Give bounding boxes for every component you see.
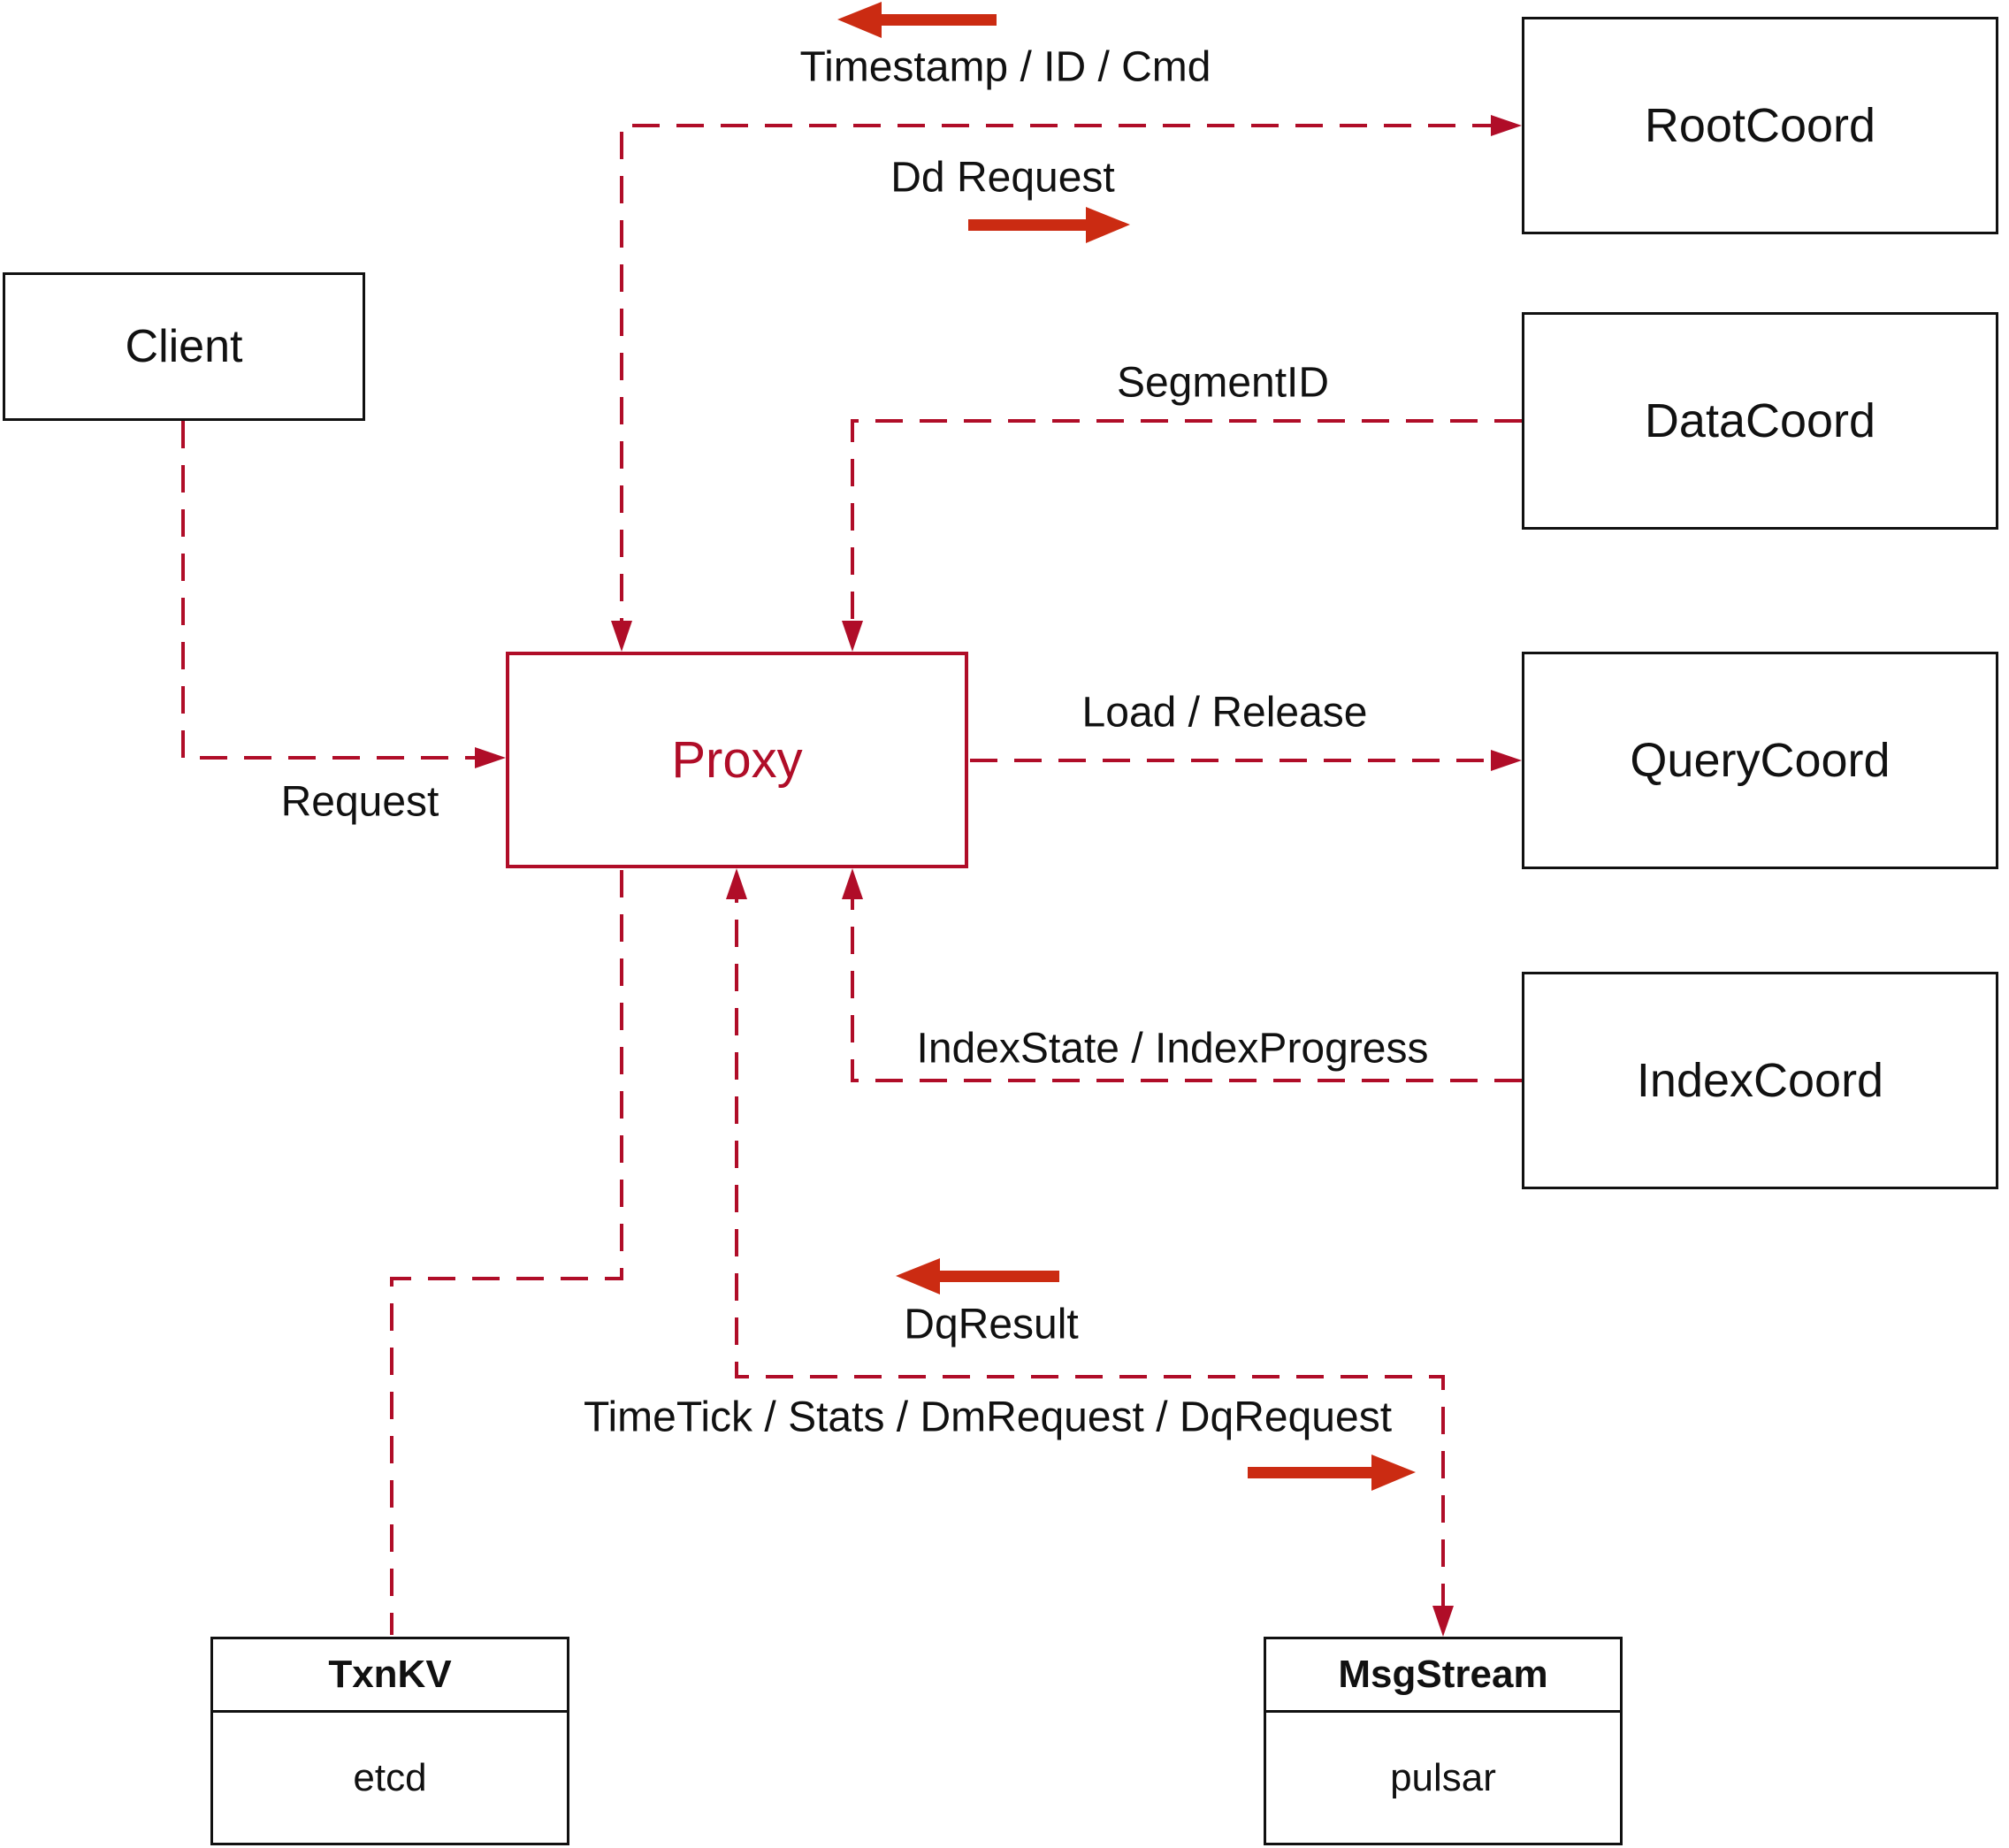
datacoord-node: DataCoord [1522,312,1998,530]
arrowhead-into-proxy-top-right [842,621,863,652]
datacoord-to-proxy-connector [851,419,1522,645]
arrowhead-into-proxy-bottom-left [726,868,747,899]
txnkv-subtitle: etcd [353,1755,427,1799]
dq-result-edge-label: DqResult [904,1301,1079,1348]
indexcoord-node: IndexCoord [1522,972,1998,1189]
timestamp-edge-label: Timestamp / ID / Cmd [799,43,1211,91]
arrowhead-into-proxy-left [475,747,506,768]
rootcoord-label: RootCoord [1644,99,1876,152]
client-to-proxy-connector [181,421,481,760]
proxy-label: Proxy [671,731,803,789]
datacoord-label: DataCoord [1644,394,1876,447]
arrowhead-into-querycoord [1491,750,1522,771]
proxy-rootcoord-connector [620,124,1496,645]
txnkv-title: TxnKV [213,1639,567,1713]
txnkv-node: TxnKV etcd [210,1637,569,1845]
arrowhead-into-proxy-bottom-right [842,868,863,899]
dd-request-direction-arrow-right [968,207,1130,243]
indexcoord-label: IndexCoord [1636,1054,1884,1107]
time-tick-edge-label: TimeTick / Stats / DmRequest / DqRequest [583,1394,1393,1441]
client-label: Client [125,321,243,372]
time-tick-direction-arrow-right [1248,1455,1416,1491]
querycoord-label: QueryCoord [1630,734,1891,787]
indexcoord-to-proxy-connector [851,875,1522,1082]
arrowhead-into-proxy-top-left [611,621,632,652]
proxy-to-txnkv-connector [390,870,623,1635]
segment-id-edge-label: SegmentID [1116,359,1330,407]
load-release-edge-label: Load / Release [1081,689,1368,737]
timestamp-direction-arrow-left [837,2,997,38]
rootcoord-node: RootCoord [1522,17,1998,234]
proxy-msgstream-connector [735,875,1445,1630]
arrowhead-into-rootcoord [1491,115,1522,136]
proxy-node: Proxy [506,652,968,868]
dq-result-direction-arrow-left [896,1258,1059,1294]
request-edge-label: Request [280,778,439,826]
msgstream-title: MsgStream [1266,1639,1620,1713]
msgstream-subtitle: pulsar [1390,1755,1496,1799]
arrowhead-into-msgstream [1432,1606,1454,1637]
dd-request-edge-label: Dd Request [890,154,1115,202]
index-state-edge-label: IndexState / IndexProgress [916,1025,1429,1073]
msgstream-node: MsgStream pulsar [1264,1637,1623,1845]
querycoord-node: QueryCoord [1522,652,1998,869]
client-node: Client [3,272,365,421]
